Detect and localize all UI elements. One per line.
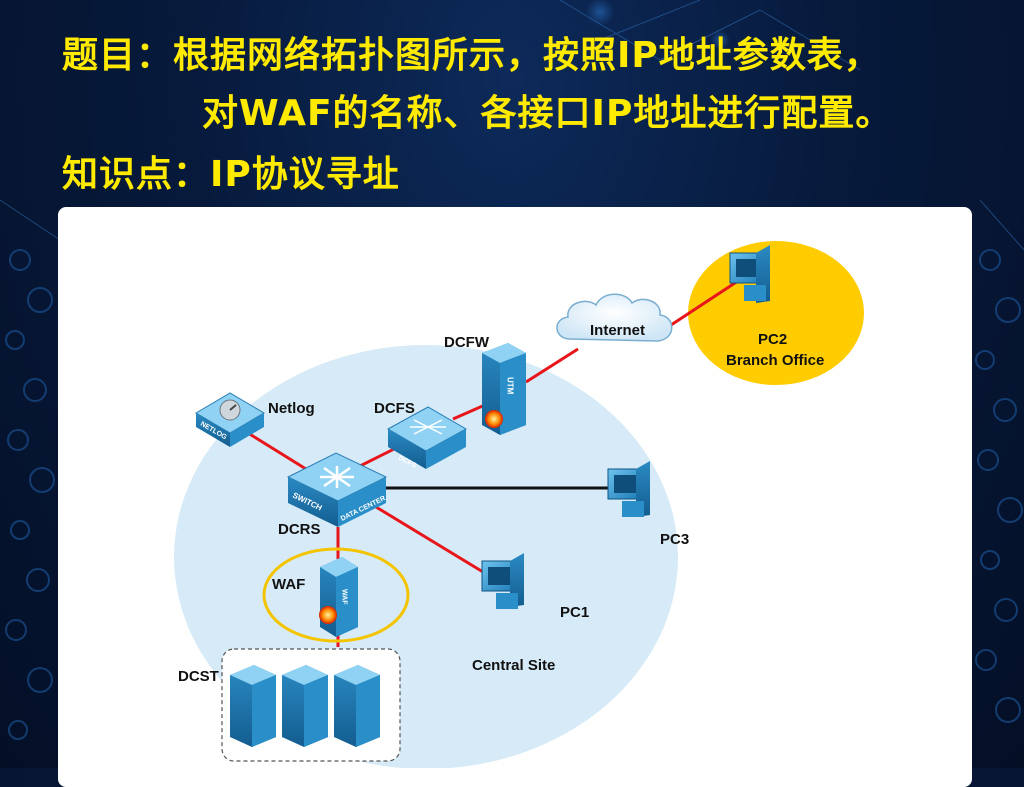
waf-badge: WAF xyxy=(341,589,348,605)
netlog-label: Netlog xyxy=(268,400,315,417)
dcrs-label: DCRS xyxy=(278,521,321,538)
topology-card: Internet PC2 Branch Office UTM DCFW xyxy=(58,207,972,787)
link-dcrs-pc1 xyxy=(375,505,489,577)
pc3-device[interactable] xyxy=(607,461,650,517)
pc1-label: PC1 xyxy=(560,604,589,621)
dcst-server-3[interactable] xyxy=(334,665,380,747)
link-dcfw-internet xyxy=(525,347,579,384)
knowledge-point: 知识点：IP协议寻址 xyxy=(62,154,400,195)
pc2-device[interactable] xyxy=(729,245,770,303)
network-topology-diagram: Internet PC2 Branch Office UTM DCFW xyxy=(174,241,864,768)
waf-label: WAF xyxy=(272,576,305,593)
title-block: 题目：根据网络拓扑图所示，按照IP地址参数表， 对WAF的名称、各接口IP地址进… xyxy=(0,0,1024,205)
waf-highlight-ring xyxy=(262,547,410,643)
link-netlog-dcrs xyxy=(247,431,307,471)
internet-label: Internet xyxy=(590,322,645,339)
branch-office-label: Branch Office xyxy=(726,352,824,369)
question-line-2: 对WAF的名称、各接口IP地址进行配置。 xyxy=(202,93,893,134)
dcfw-firewall-device[interactable]: UTM xyxy=(482,343,526,435)
internet-cloud[interactable]: Internet xyxy=(556,293,673,342)
dcst-server-1[interactable] xyxy=(230,665,276,747)
dcst-server-2[interactable] xyxy=(282,665,328,747)
question-line-1: 题目：根据网络拓扑图所示，按照IP地址参数表， xyxy=(62,35,881,76)
dcrs-switch-device[interactable]: SWITCH DATA CENTER xyxy=(286,452,388,527)
pc2-label: PC2 xyxy=(758,331,787,348)
background-pattern xyxy=(0,0,1024,740)
utm-badge: UTM xyxy=(506,377,515,395)
dcst-label: DCST xyxy=(178,668,219,685)
dcfs-device[interactable]: DCFS xyxy=(386,406,468,470)
link-internet-pc2 xyxy=(667,275,745,329)
central-site-label: Central Site xyxy=(472,657,555,674)
waf-device[interactable]: WAF xyxy=(319,557,358,637)
dcfw-label: DCFW xyxy=(444,334,490,351)
pc3-label: PC3 xyxy=(660,531,689,548)
dcfs-label: DCFS xyxy=(374,400,415,417)
pc1-device[interactable] xyxy=(481,553,524,609)
